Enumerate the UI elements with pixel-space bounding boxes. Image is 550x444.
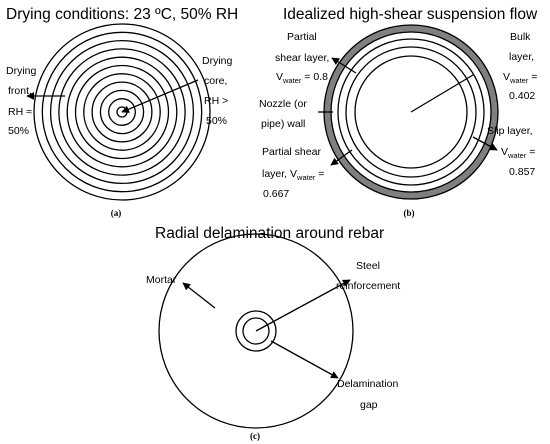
drying-front-label: Drying front, RH ≈ 50% [6, 65, 37, 137]
svg-text:Vwater =: Vwater = [501, 146, 535, 160]
bulk-layer-boundary [354, 55, 468, 169]
svg-text:core,: core, [204, 75, 227, 87]
slip-layer-boundary [337, 38, 485, 186]
drying-ring [66, 56, 178, 168]
panel-a-sublabel: (a) [111, 208, 122, 218]
svg-text:RH ≈: RH ≈ [8, 106, 32, 118]
svg-text:50%: 50% [206, 115, 227, 127]
drying-ring [83, 73, 161, 151]
mortar-label: Mortar [146, 274, 177, 286]
drying-ring [91, 81, 153, 143]
bulk-layer-label: Bulk layer, Vwater = 0.402 [503, 31, 537, 102]
drying-ring [108, 98, 136, 126]
svg-text:Vwater = 0.8: Vwater = 0.8 [276, 71, 328, 85]
drying-core-label: Drying core, RH > 50% [202, 55, 233, 127]
svg-text:0.402: 0.402 [509, 90, 535, 102]
panel-b: Idealized high-shear suspension flow Par… [259, 6, 538, 218]
svg-text:pipe) wall: pipe) wall [261, 118, 305, 130]
drying-ring [49, 39, 195, 185]
steel-arrow [255, 279, 351, 332]
svg-text:Delamination: Delamination [337, 378, 398, 390]
svg-text:Partial shear: Partial shear [262, 146, 321, 158]
svg-text:shear layer,: shear layer, [275, 52, 329, 64]
nozzle-wall-label: Nozzle (or pipe) wall [259, 98, 307, 130]
svg-text:layer, Vwater =: layer, Vwater = [262, 168, 324, 182]
delamination-gap-boundary [235, 310, 277, 352]
svg-text:Bulk: Bulk [510, 31, 531, 43]
mortar-outer-boundary [158, 233, 354, 429]
svg-text:Vwater =: Vwater = [503, 71, 537, 85]
drying-ring [74, 64, 170, 160]
drying-ring [58, 48, 186, 176]
panel-b-title: Idealized high-shear suspension flow [283, 6, 538, 23]
panel-a: Drying conditions: 23 ºC, 50% RH Drying … [6, 6, 238, 218]
slip-layer-label: Slip layer, Vwater = 0.857 [487, 125, 535, 178]
drying-ring [99, 89, 145, 135]
svg-text:Nozzle (or: Nozzle (or [259, 98, 307, 110]
shear-08-arrow [331, 57, 357, 74]
delamination-arrow [270, 340, 339, 379]
mortar-arrow [182, 282, 216, 309]
svg-text:front,: front, [8, 85, 32, 97]
svg-text:0.857: 0.857 [509, 166, 535, 178]
panel-c-sublabel: (c) [250, 431, 260, 441]
delamination-label: Delamination gap [337, 378, 398, 411]
svg-text:Drying: Drying [6, 65, 37, 77]
steel-rebar-boundary [242, 317, 270, 345]
svg-text:RH >: RH > [204, 95, 228, 107]
svg-text:reinforcement: reinforcement [336, 280, 400, 292]
drying-ring [41, 31, 203, 193]
drying-core-arrow [121, 79, 199, 113]
svg-text:layer,: layer, [509, 51, 534, 63]
panel-b-sublabel: (b) [404, 208, 415, 218]
svg-text:50%: 50% [8, 125, 29, 137]
steel-label: Steel reinforcement [336, 260, 400, 292]
svg-text:Partial: Partial [287, 31, 317, 43]
shear-0667-arrow [330, 149, 353, 166]
panel-c-title: Radial delamination around rebar [155, 225, 384, 242]
svg-text:Drying: Drying [202, 55, 233, 67]
partial-shear-0667-label: Partial shear layer, Vwater = 0.667 [262, 146, 324, 200]
partial-shear-08-label: Partial shear layer, Vwater = 0.8 [275, 31, 329, 85]
partial-shear-boundary [345, 46, 477, 178]
panel-a-title: Drying conditions: 23 ºC, 50% RH [6, 6, 238, 23]
bulk-layer-line [410, 74, 474, 113]
panel-c: Radial delamination around rebar Mortar … [146, 225, 400, 441]
slip-layer-arrow [472, 136, 498, 151]
svg-text:gap: gap [360, 399, 378, 411]
svg-text:0.667: 0.667 [263, 188, 289, 200]
svg-text:Steel: Steel [356, 260, 380, 272]
svg-text:Slip layer,: Slip layer, [487, 125, 533, 137]
drying-ring [33, 23, 211, 201]
